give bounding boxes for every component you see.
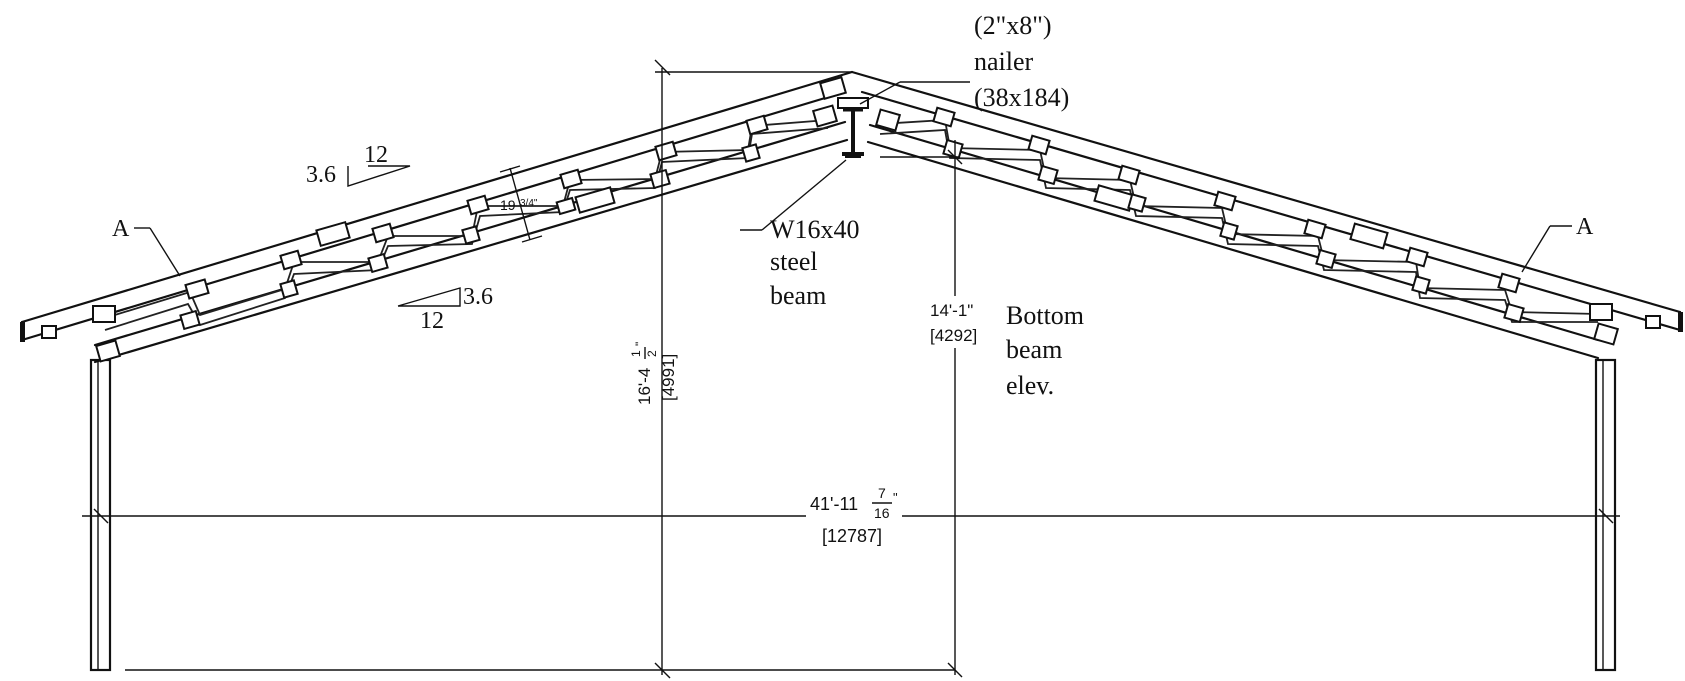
nailer-line3: (38x184) [974,83,1069,112]
section-marker-left: A [112,216,181,277]
span-main: 41'-11 [810,494,858,514]
right-truss [850,70,1683,360]
nailer-callout: (2"x8") nailer (38x184) [859,11,1069,112]
bottom-elev-line3: elev. [1006,371,1054,400]
span-frac-den: 16 [874,505,890,521]
span-metric: [12787] [822,526,882,546]
bottom-beam-elev-label: Bottom beam elev. [1006,301,1084,400]
slope-upper-rise: 3.6 [306,162,336,188]
slope-upper-run: 12 [364,142,388,168]
nailer-line2: nailer [974,47,1034,76]
beam-height-metric: [4292] [930,326,977,345]
beam-height-dimension: 14'-1" [4292] [880,140,988,678]
bottom-elev-line1: Bottom [1006,301,1084,330]
span-dimension: 41'-11 7 16 " [12787] [82,485,1620,548]
ridge-height-frac-den: 2 [645,350,659,357]
ridge-height-inch: " [633,342,647,346]
ridge-height-metric: [4991] [659,354,678,401]
beam-height-main: 14'-1" [930,301,973,320]
truss-depth-dimension: 19 3/4" [499,165,543,243]
truss-depth-frac: 3/4" [520,198,538,209]
span-inch: " [893,490,898,505]
beam-line1: W16x40 [770,215,860,244]
bottom-elev-line2: beam [1006,335,1062,364]
span-frac-num: 7 [878,485,886,501]
beam-line3: beam [770,281,826,310]
left-truss [20,70,854,364]
ridge-height-frac-num: 1 [629,350,643,357]
section-label-right: A [1576,214,1594,240]
beam-line2: steel [770,247,818,276]
steel-beam-callout: W16x40 steel beam [740,159,860,310]
slope-lower-rise: 3.6 [463,284,493,310]
section-label-left: A [112,216,130,242]
steel-beam-section [837,97,869,158]
ridge-height-main: 16'-4 [635,368,654,405]
slope-lower-run: 12 [420,308,444,334]
section-marker-right: A [1521,214,1594,273]
nailer-line1: (2"x8") [974,11,1052,40]
slope-indicator-upper: 3.6 12 [306,142,411,188]
ridge-height-dimension: 16'-4 1 2 " [4991] [125,59,955,679]
truss-depth-whole: 19 [500,197,516,213]
slope-indicator-lower: 3.6 12 [397,284,493,334]
